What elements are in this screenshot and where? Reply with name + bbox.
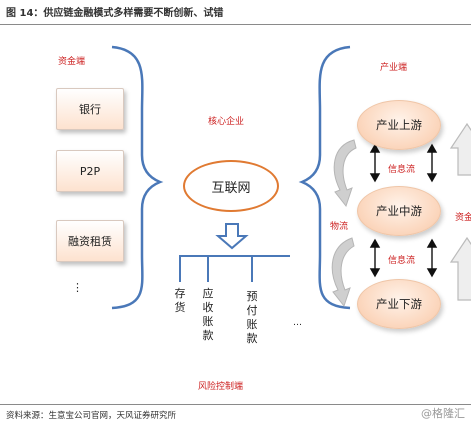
info-flow-label-top: 信息流: [388, 165, 416, 175]
industry-side-label: 产业端: [380, 63, 408, 73]
watermark: @格隆汇: [421, 407, 465, 420]
funds-flow-label: 资金: [455, 213, 471, 223]
down-arrow-icon: [215, 223, 249, 250]
funding-box-leasing: 融资租赁: [56, 220, 124, 262]
industry-bracket: [298, 45, 351, 310]
funding-side-label: 资金端: [58, 57, 86, 67]
info-flow-arrow-mid: [426, 143, 438, 278]
source-note: 资料来源：生意宝公司官网，天风证券研究所: [6, 411, 177, 421]
logistics-arrow-bottom: [331, 237, 355, 308]
top-divider: [0, 24, 471, 25]
logistics-arrow-top: [333, 139, 357, 208]
info-flow-arrow-bottom: [369, 238, 381, 278]
funding-bracket: [111, 45, 164, 310]
funds-arrow-top: [449, 122, 471, 176]
info-flow-arrow-top: [369, 143, 381, 183]
bottom-divider: [0, 404, 471, 405]
branch-inventory: 存货: [174, 287, 186, 314]
logistics-label: 物流: [330, 222, 349, 232]
core-enterprise-label: 核心企业: [208, 117, 245, 127]
funding-box-p2p: P2P: [56, 150, 124, 192]
branch-ellipsis: …: [293, 318, 302, 328]
industry-node-downstream: 产业下游: [357, 279, 441, 329]
branch-receivables: 应收账款: [202, 287, 214, 342]
industry-node-midstream: 产业中游: [357, 186, 441, 236]
risk-control-label: 风险控制端: [198, 382, 244, 392]
industry-node-upstream: 产业上游: [357, 100, 441, 150]
core-node-internet: 互联网: [183, 160, 279, 212]
funds-arrow-bottom: [449, 236, 471, 301]
funding-box-bank: 银行: [56, 88, 124, 130]
figure-title: 图 14：供应链金融模式多样需要不断创新、试错: [6, 8, 224, 19]
funding-ellipsis: ⋮: [72, 281, 83, 294]
info-flow-label-bottom: 信息流: [388, 256, 416, 266]
branch-prepayments: 预付账款: [246, 290, 258, 345]
